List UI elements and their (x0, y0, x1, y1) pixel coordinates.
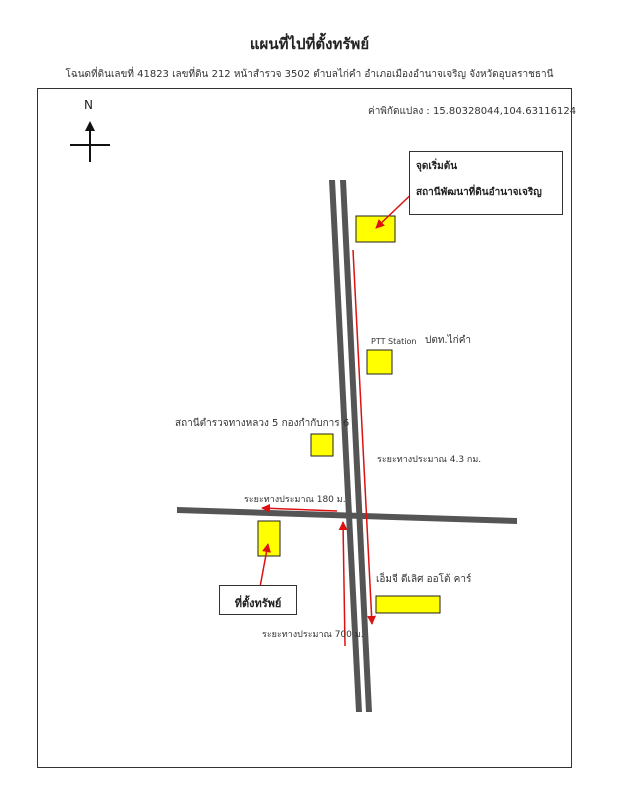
main-road (329, 180, 372, 712)
police-station-label: สถานีตำรวจทางหลวง 5 กองกำกับการ 6 (175, 418, 350, 429)
ptt-kaikham-label: ปตท.ไก่คำ (425, 335, 472, 346)
start-point-marker (355, 215, 396, 243)
start-point-title: จุดเริ่มต้น (416, 161, 458, 172)
property-callout: ที่ตั้งทรัพย์ (219, 585, 297, 615)
start-point-name: สถานีพัฒนาที่ดินอำนาจเจริญ (416, 187, 542, 198)
distance-label-180m: ระยะทางประมาณ 180 ม. (244, 495, 346, 505)
mg-dealer-marker (375, 595, 441, 614)
map-title: แผนที่ไปที่ตั้งทรัพย์ (249, 35, 370, 53)
deed-subtitle: โฉนดที่ดินเลขที่ 41823 เลขที่ดิน 212 หน้… (65, 69, 554, 80)
property-label: ที่ตั้งทรัพย์ (234, 597, 282, 610)
start-point-callout: จุดเริ่มต้น สถานีพัฒนาที่ดินอำนาจเจริญ (409, 151, 563, 215)
north-label: N (84, 98, 93, 112)
north-arrow-icon (70, 121, 110, 162)
ptt-station-label: PTT Station (371, 337, 417, 346)
property-marker (257, 520, 281, 557)
map-frame (37, 88, 572, 768)
mg-dealer-label: เอ็มจี ดีเลิศ ออโต้ คาร์ (376, 574, 472, 585)
distance-label-700m: ระยะทางประมาณ 700 ม. (262, 630, 364, 640)
police-station-marker (310, 433, 334, 457)
parcel-coordinates: ค่าพิกัดแปลง : 15.80328044,104.63116124 (368, 106, 577, 117)
distance-label-4-3km: ระยะทางประมาณ 4.3 กม. (377, 455, 482, 465)
route-arrows (259, 185, 421, 647)
ptt-station-marker (366, 349, 393, 375)
